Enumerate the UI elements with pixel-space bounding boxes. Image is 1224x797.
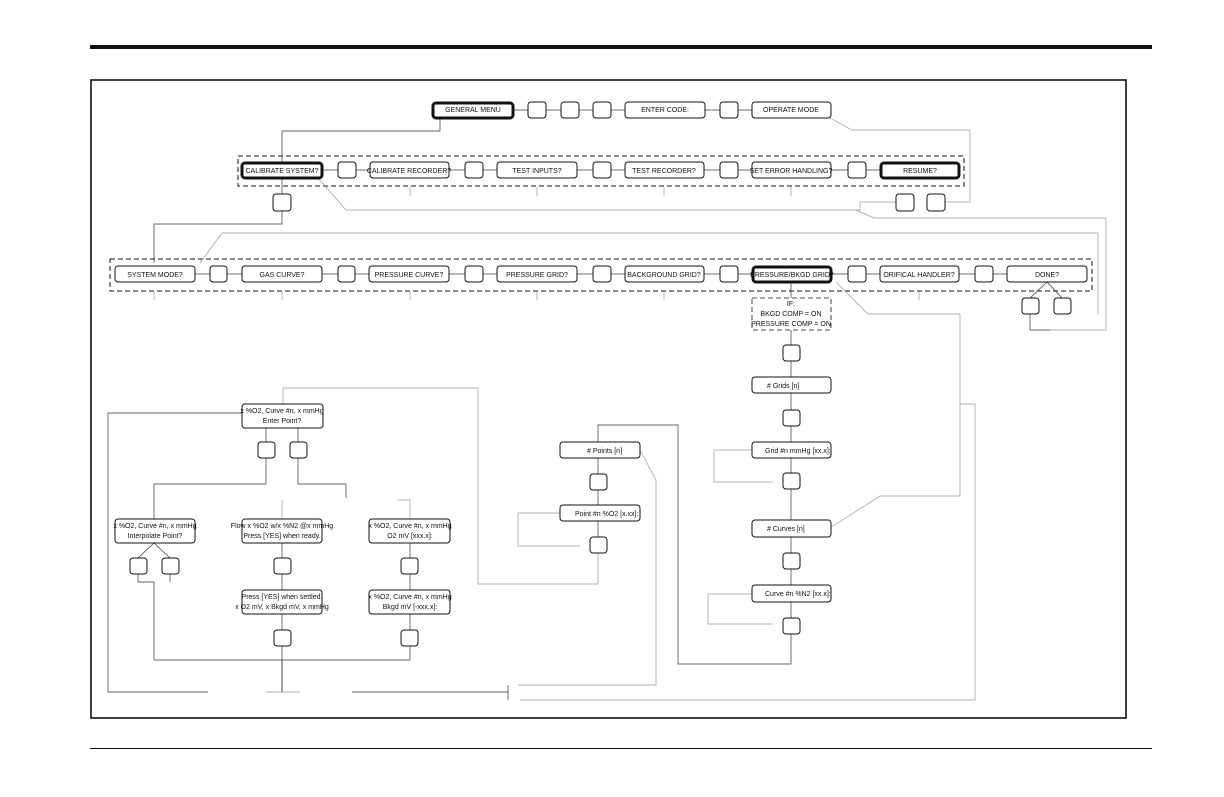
resume-label: RESUME? — [903, 168, 937, 175]
test-recorder-node: TEST RECORDER? — [624, 161, 705, 179]
condition-line-2: BKGD COMP = ON — [760, 311, 821, 318]
pressure-curve-node: PRESSURE CURVE? — [368, 265, 450, 283]
calibrate-recorder-label: CALIBRATE RECORDER? — [367, 168, 451, 175]
num-curves-node: # Curves [n] — [751, 519, 832, 538]
operate-mode-node: OPERATE MODE — [751, 101, 832, 119]
footer-rule — [90, 748, 1152, 749]
background-grid-label: BACKGROUND GRID? — [627, 272, 701, 279]
enter-point-line-1: x %O2, Curve #n, x mmHg — [240, 408, 323, 415]
num-points-label: # Points [n] — [587, 448, 622, 455]
pressure-curve-label: PRESSURE CURVE? — [375, 272, 444, 279]
done-node: DONE? — [1006, 265, 1088, 283]
num-curves-label: # Curves [n] — [767, 526, 805, 533]
condition-note: IF: BKGD COMP = ON PRESSURE COMP = ON — [751, 297, 832, 331]
bkgd-mv-line-1: x %O2, Curve #n, x mmHg — [368, 594, 451, 601]
grid-mmhg-label: Grid #n mmHg [xx.x]: — [765, 448, 831, 455]
condition-line-1: IF: — [787, 301, 795, 308]
diagram-frame — [90, 79, 1127, 719]
resume-node: RESUME? — [879, 161, 961, 180]
condition-line-3: PRESSURE COMP = ON — [751, 321, 831, 328]
key-boxes — [129, 101, 1072, 647]
general-menu-node: GENERAL MENU — [431, 101, 515, 120]
interpolate-line-1: x %O2, Curve #n, x mmHg — [113, 523, 196, 530]
test-inputs-node: TEST INPUTS? — [496, 161, 578, 179]
calibrate-system-label: CALIBRATE SYSTEM? — [245, 168, 318, 175]
flow-node: Flow x %O2 w/x %N2 @x mmHg Press [YES] w… — [231, 518, 334, 544]
gas-curve-node: GAS CURVE? — [241, 265, 323, 283]
grid-mmhg-node: Grid #n mmHg [xx.x]: — [751, 441, 832, 459]
system-mode-label: SYSTEM MODE? — [127, 272, 183, 279]
orifice-handler-node: ORIFICAL HANDLER? — [879, 265, 960, 283]
general-menu-label: GENERAL MENU — [445, 107, 501, 114]
o2-mv-line-2: O2 mV [xxx.x]: — [387, 533, 433, 540]
gas-curve-label: GAS CURVE? — [260, 272, 305, 279]
o2-mv-node: x %O2, Curve #n, x mmHg O2 mV [xxx.x]: — [368, 518, 452, 544]
connectors — [107, 109, 1107, 701]
pressure-grid-node: PRESSURE GRID? — [496, 265, 578, 283]
enter-point-node: x %O2, Curve #n, x mmHg Enter Point? — [240, 403, 324, 429]
point-o2-label: Point #n %O2 [x.xx]: — [575, 511, 638, 518]
system-mode-node: SYSTEM MODE? — [114, 265, 196, 283]
point-o2-node: Point #n %O2 [x.xx]: — [559, 504, 641, 522]
interpolate-node: x %O2, Curve #n, x mmHg Interpolate Poin… — [113, 518, 197, 544]
o2-mv-line-1: x %O2, Curve #n, x mmHg — [368, 523, 451, 530]
background-grid-node: BACKGROUND GRID? — [624, 265, 705, 283]
pressure-grid-label: PRESSURE GRID? — [506, 272, 568, 279]
operate-mode-label: OPERATE MODE — [763, 107, 819, 114]
system-group — [109, 258, 1093, 292]
num-grids-node: # Grids [n] — [751, 376, 832, 394]
bkgd-mv-node: x %O2, Curve #n, x mmHg Bkgd mV [-xxx.x]… — [368, 589, 452, 615]
set-error-handling-node: SET ERROR HANDLING? — [750, 161, 833, 179]
calibrate-recorder-node: CALIBRATE RECORDER? — [367, 161, 451, 179]
orifice-handler-label: ORIFICAL HANDLER? — [883, 272, 954, 279]
pressure-bkgd-grid-label: PRESSURE/BKGD GRID? — [750, 272, 834, 279]
flow-line-2: Press [YES] when ready. — [243, 533, 320, 540]
num-grids-label: # Grids [n] — [767, 383, 799, 390]
calibrate-group — [237, 155, 965, 187]
enter-code-label: ENTER CODE: — [641, 107, 689, 114]
flow-line-1: Flow x %O2 w/x %N2 @x mmHg — [231, 523, 334, 530]
bkgd-mv-line-2: Bkgd mV [-xxx.x]: — [383, 604, 438, 611]
settled-line-1: Press [YES] when settled. — [242, 594, 323, 601]
pressure-bkgd-grid-node: PRESSURE/BKGD GRID? — [750, 265, 834, 284]
curve-n2-label: Curve #n %N2 [xx.x]: — [765, 591, 831, 598]
header-rule — [90, 45, 1152, 49]
num-points-node: # Points [n] — [559, 441, 641, 459]
calibrate-system-node: CALIBRATE SYSTEM? — [240, 161, 324, 180]
enter-point-line-2: Enter Point? — [263, 418, 302, 425]
settled-node: Press [YES] when settled. x O2 mV, x Bkg… — [235, 589, 329, 615]
test-recorder-label: TEST RECORDER? — [632, 168, 696, 175]
test-inputs-label: TEST INPUTS? — [512, 168, 561, 175]
settled-line-2: x O2 mV, x Bkgd mV, x mmHg — [235, 604, 329, 611]
curve-n2-node: Curve #n %N2 [xx.x]: — [751, 584, 832, 603]
enter-code-node: ENTER CODE: — [624, 101, 706, 119]
done-label: DONE? — [1035, 272, 1059, 279]
set-error-handling-label: SET ERROR HANDLING? — [750, 168, 833, 175]
interpolate-line-2: Interpolate Point? — [128, 533, 183, 540]
